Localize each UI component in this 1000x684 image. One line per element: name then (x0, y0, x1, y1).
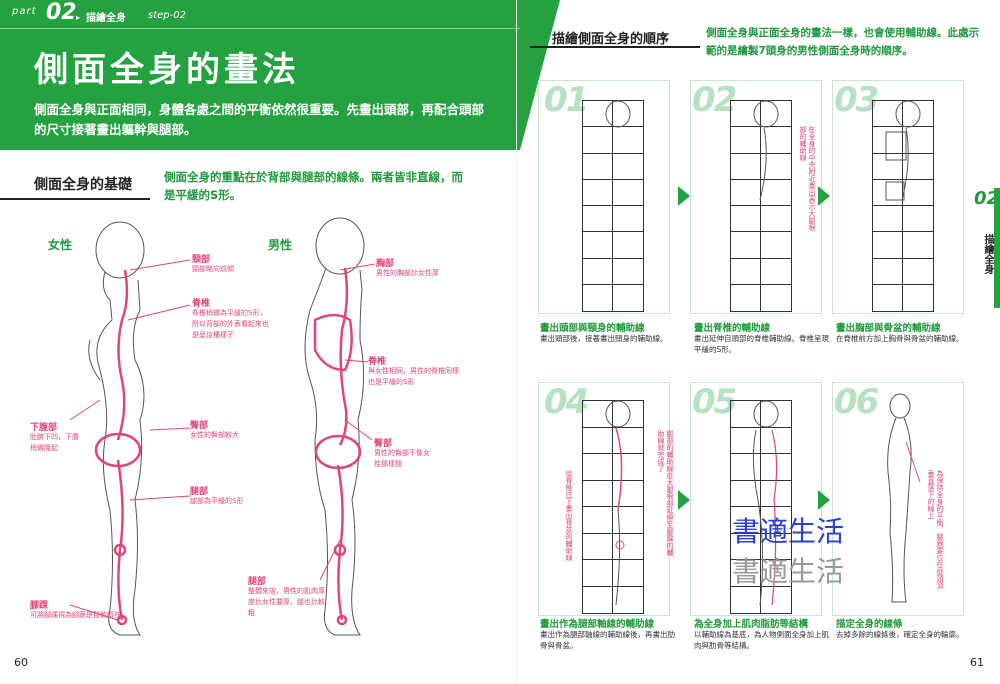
step-06-number: 06 (834, 382, 879, 422)
male-anno-leg-title: 腿部 (248, 577, 267, 587)
header-band (0, 0, 560, 150)
step-05-title: 為全身加上肌肉脂肪等結構 (694, 619, 809, 630)
female-anno-ankle-title: 腳踝 (30, 601, 49, 611)
section-underline (0, 198, 150, 200)
male-anno-spine-title: 脊椎 (368, 357, 387, 367)
step-01-number: 01 (544, 80, 589, 120)
step-03-panel (832, 80, 964, 314)
step-04-grid (582, 400, 644, 614)
step-arrow-icon (678, 490, 690, 510)
step-05-number: 05 (692, 382, 737, 422)
female-anno-spine-title: 脊椎 (192, 299, 211, 309)
step-04-note-secondary: 從脊椎往下畫出骨盆的輔助線 (565, 470, 573, 561)
step-02-spine-sketch (753, 100, 779, 201)
step-04-title: 畫出作為腿部軸線的輔助線 (540, 619, 655, 630)
header-divider (0, 28, 520, 29)
part-title: 描繪全身 (86, 13, 126, 24)
step-03-grid (872, 100, 934, 312)
section-description-right: 側面全身與正面全身的畫法一樣，也會使用輔助線。此處示範的是繪製7頭身的男性側面全… (706, 27, 979, 57)
step-arrow-icon (678, 186, 690, 206)
part-number: 02 (46, 0, 77, 25)
watermark-gray: 書適生活 (732, 555, 845, 588)
female-side-figure (88, 221, 145, 636)
section-description: 側面全身的重點在於背部與腿部的線條。兩者皆非直線，而是平緩的S形。 (164, 170, 463, 202)
step-03-torso-sketch (885, 100, 921, 201)
female-anno-abdomen-title: 下腹部 (30, 423, 58, 433)
side-tab-bar (994, 188, 1000, 308)
step-03-body: 在脊椎前方加上胸骨與骨盆的輔助線。 (836, 334, 964, 343)
step-02-title: 畫出脊椎的輔助線 (694, 323, 771, 334)
male-anno-hip-body: 男性的臀部不像女性那樣翹 (374, 449, 430, 468)
step-arrow-icon (818, 186, 830, 206)
step-01-body: 畫出頭部後，接著畫出頸身的輔助線。 (540, 334, 668, 343)
step-01-grid (582, 100, 644, 312)
male-anno-chest-title: 胸部 (376, 259, 395, 269)
step-04-number: 04 (544, 382, 589, 422)
page-gutter (516, 0, 517, 684)
step-04-body: 畫出作為腿部軸線的輔助線後，再畫出肋骨與骨盆。 (540, 630, 675, 650)
male-label: 男性 (268, 238, 293, 252)
step-05-body: 以輔助線為基底，為人物側面全身加上肌肉與肋骨等結構。 (694, 630, 829, 650)
intro-text: 側面全身與正面相同，身體各處之間的平衡依然很重要。先畫出頭部，再配合頭部的尺寸接… (34, 102, 485, 137)
step-06-panel (832, 382, 964, 616)
female-label: 女性 (48, 238, 73, 252)
step-04-note: 腿部的輔助線從大腿根部延伸至腳踝的輔助線就完成了 (657, 430, 674, 556)
step-02-body: 畫出延伸自頭部的脊椎輔助線。脊椎呈現平緩的S形。 (694, 334, 829, 354)
part-label: part (12, 6, 37, 17)
step-arrow-icon (818, 490, 830, 510)
page-number-right: 61 (970, 656, 984, 669)
step-03-title: 畫出胸部與骨盆的輔助線 (836, 323, 941, 334)
section-underline-right (530, 46, 700, 48)
female-anno-neck-title: 頸部 (192, 255, 211, 265)
female-anno-hip-title: 臀部 (190, 421, 209, 431)
annotation-leader-lines (69, 259, 376, 621)
section-title-basics: 側面全身的基礎 (34, 177, 132, 193)
step-06-final-figure (887, 393, 921, 603)
step-03-number: 03 (834, 80, 879, 120)
step-01-title: 畫出頭部與頸身的輔助線 (540, 323, 645, 334)
male-side-figure (304, 217, 365, 636)
step-01-head-sketch (605, 100, 631, 128)
male-anno-hip-title: 臀部 (374, 439, 393, 449)
side-tab-number: 02 (974, 188, 1000, 209)
step-label: step-02 (148, 10, 186, 21)
female-anno-leg-title: 腿部 (190, 487, 209, 497)
step-05-muscle-sketch (752, 400, 779, 606)
step-02-number: 02 (692, 80, 737, 120)
female-anno-neck-body: 頸部略向前傾 (192, 265, 234, 273)
step-04-leg-sketch (605, 400, 631, 606)
female-anno-spine-body: 脊椎稍微為平緩的S形，所以背部的外表看起來也是呈這種樣子 (192, 309, 269, 339)
step-06-title: 描定全身的線條 (836, 619, 903, 630)
female-anno-hip-body: 女性的臀部較大 (190, 431, 239, 439)
watermark-blue: 書適生活 (732, 515, 845, 548)
page-number-left: 60 (14, 656, 28, 669)
step-06-note: 為保持全身的平衡，腳跟要位在從頭頂垂直落下的線上 (927, 470, 944, 589)
female-anno-abdomen-body: 肚臍下凹，下腹稍微隆起 (30, 433, 79, 452)
triangle-icon: ▸ (76, 13, 81, 22)
step-06-body: 去掉多餘的線條後，確定全身的輪廓。 (836, 630, 964, 639)
male-anno-leg-body: 整體來說，男性的肌肉厚度比女性要厚，腿也比較粗 (248, 587, 325, 617)
step-02-note: 在全身的中央附近畫出表示大腿根部的輔助線 (799, 126, 816, 231)
female-anno-leg-body: 腿部為平緩的S形 (190, 497, 244, 505)
step-04-panel (538, 382, 670, 616)
male-anno-spine-body: 與女性相同，男性的脊椎同樣也是平緩的S形 (368, 367, 459, 386)
step-01-panel (538, 80, 670, 314)
female-anno-ankle-body: 可將腳踝視為腳跟是鬆軟所在 (30, 611, 121, 619)
section-title-order: 描繪側面全身的順序 (552, 32, 670, 47)
male-anno-chest-body: 男性的胸部比女性厚 (376, 269, 439, 277)
step-02-grid (730, 100, 792, 312)
side-tab-text: 描繪全身 (982, 234, 993, 274)
page-title: 側面全身的畫法 (34, 50, 300, 90)
